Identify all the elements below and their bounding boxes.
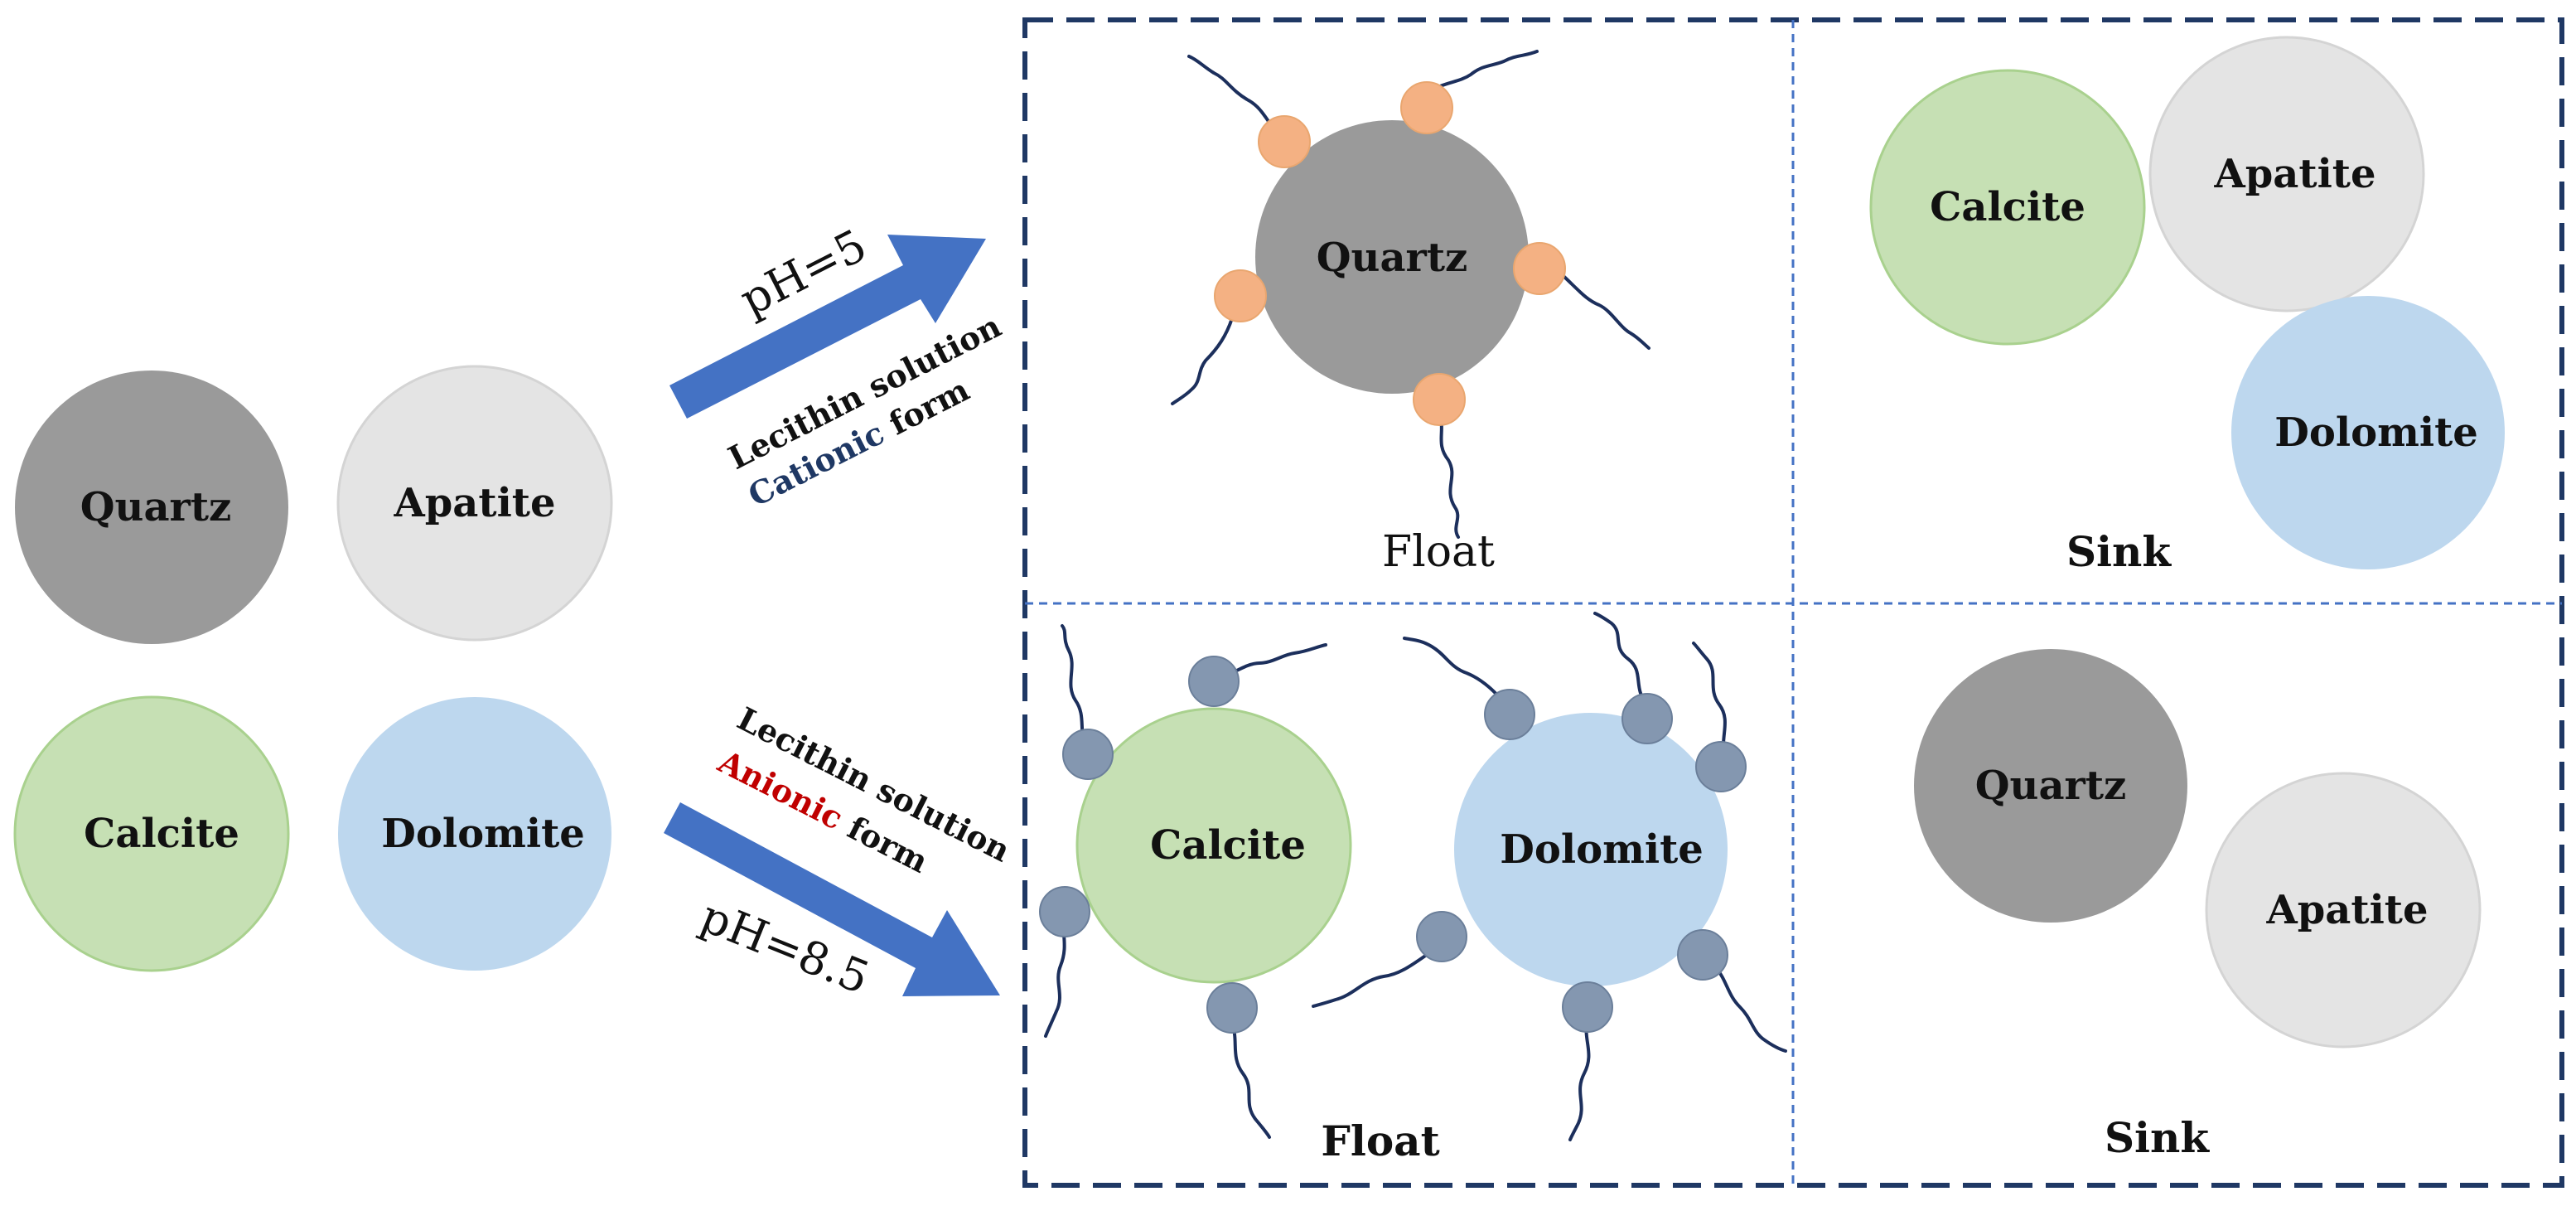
anionic-head — [1484, 689, 1535, 740]
bottom-process-arrow: Lecithin solution Anionic form pH=8.5 — [664, 700, 1017, 1005]
collector-tail — [1403, 637, 1511, 710]
anionic-head — [1188, 656, 1240, 707]
anionic-head — [1621, 693, 1673, 744]
dolomite-label: Dolomite — [381, 811, 585, 857]
collector-tails — [1171, 50, 1650, 539]
calcite-label: Calcite — [1150, 822, 1306, 869]
anionic-head — [1206, 982, 1258, 1034]
result-frame — [1022, 17, 2564, 1188]
quartz-particle — [15, 371, 288, 644]
collector-tail — [1171, 317, 1234, 405]
collector-tail — [1692, 642, 1727, 758]
bottom-float-panel: Calcite Dolomite Float — [1039, 612, 1787, 1165]
collector-tail — [1212, 643, 1327, 683]
top-sink-label: Sink — [2066, 527, 2172, 576]
quartz-particle — [1255, 120, 1529, 394]
quartz-label: Quartz — [80, 484, 232, 530]
anionic-head — [1677, 929, 1728, 981]
bottom-arrow-shape — [664, 802, 1000, 996]
cationic-head — [1413, 373, 1466, 426]
collector-tail — [1061, 624, 1090, 752]
anionic-head — [1416, 911, 1467, 962]
apatite-label: Apatite — [2265, 887, 2428, 933]
dolomite-label: Dolomite — [2274, 409, 2478, 456]
cationic-head — [1214, 269, 1267, 322]
quartz-particle — [1914, 649, 2187, 923]
quartz-label: Quartz — [1317, 235, 1468, 281]
top-float-label: Float — [1382, 527, 1495, 577]
dolomite-particle — [338, 697, 611, 971]
dolomite-particle — [1454, 713, 1728, 986]
top-float-panel: Quartz Float — [1171, 50, 1650, 577]
anionic-head — [1039, 886, 1090, 937]
collector-tail — [1593, 612, 1649, 706]
apatite-particle — [2205, 772, 2482, 1049]
collector-tail — [1438, 413, 1460, 539]
apatite-particle — [2148, 36, 2425, 312]
cationic-head — [1513, 242, 1566, 295]
calcite-label: Calcite — [1930, 184, 2085, 230]
cationic-heads — [1214, 81, 1566, 426]
bottom-float-label: Float — [1321, 1116, 1439, 1165]
calcite-label: Calcite — [84, 811, 239, 857]
collector-tail — [1312, 943, 1443, 1008]
quartz-label: Quartz — [1975, 763, 2127, 809]
anionic-head — [1695, 741, 1747, 792]
collector-tail — [1425, 50, 1539, 94]
collector-tail — [1230, 1023, 1271, 1139]
anionic-head — [1062, 729, 1114, 780]
dolomite-particle — [2231, 296, 2505, 569]
apatite-label: Apatite — [393, 480, 555, 526]
calcite-particle — [1075, 707, 1352, 984]
collector-tail — [1714, 966, 1787, 1053]
apatite-particle — [336, 365, 613, 642]
top-arrow-shape — [669, 235, 986, 419]
collector-tail — [1568, 1018, 1591, 1141]
initial-mixture: Quartz Apatite Calcite Dolomite — [13, 365, 613, 972]
anionic-head — [1562, 981, 1613, 1033]
bottom-sink-label: Sink — [2105, 1113, 2210, 1162]
cationic-head — [1258, 115, 1311, 168]
collector-tail — [1187, 55, 1286, 143]
bottom-sink-panel: Quartz Apatite Sink — [1914, 649, 2482, 1162]
cationic-head — [1400, 81, 1453, 134]
calcite-particle — [13, 695, 290, 972]
collector-tail — [1563, 275, 1650, 350]
dolomite-label: Dolomite — [1500, 826, 1704, 873]
anionic-heads — [1039, 656, 1747, 1034]
top-sink-panel: Calcite Apatite Dolomite Sink — [1869, 36, 2505, 576]
top-process-arrow: pH=5 Lecithin solution Cationic form — [669, 219, 1007, 514]
apatite-label: Apatite — [2213, 151, 2375, 197]
calcite-particle — [1869, 69, 2146, 346]
